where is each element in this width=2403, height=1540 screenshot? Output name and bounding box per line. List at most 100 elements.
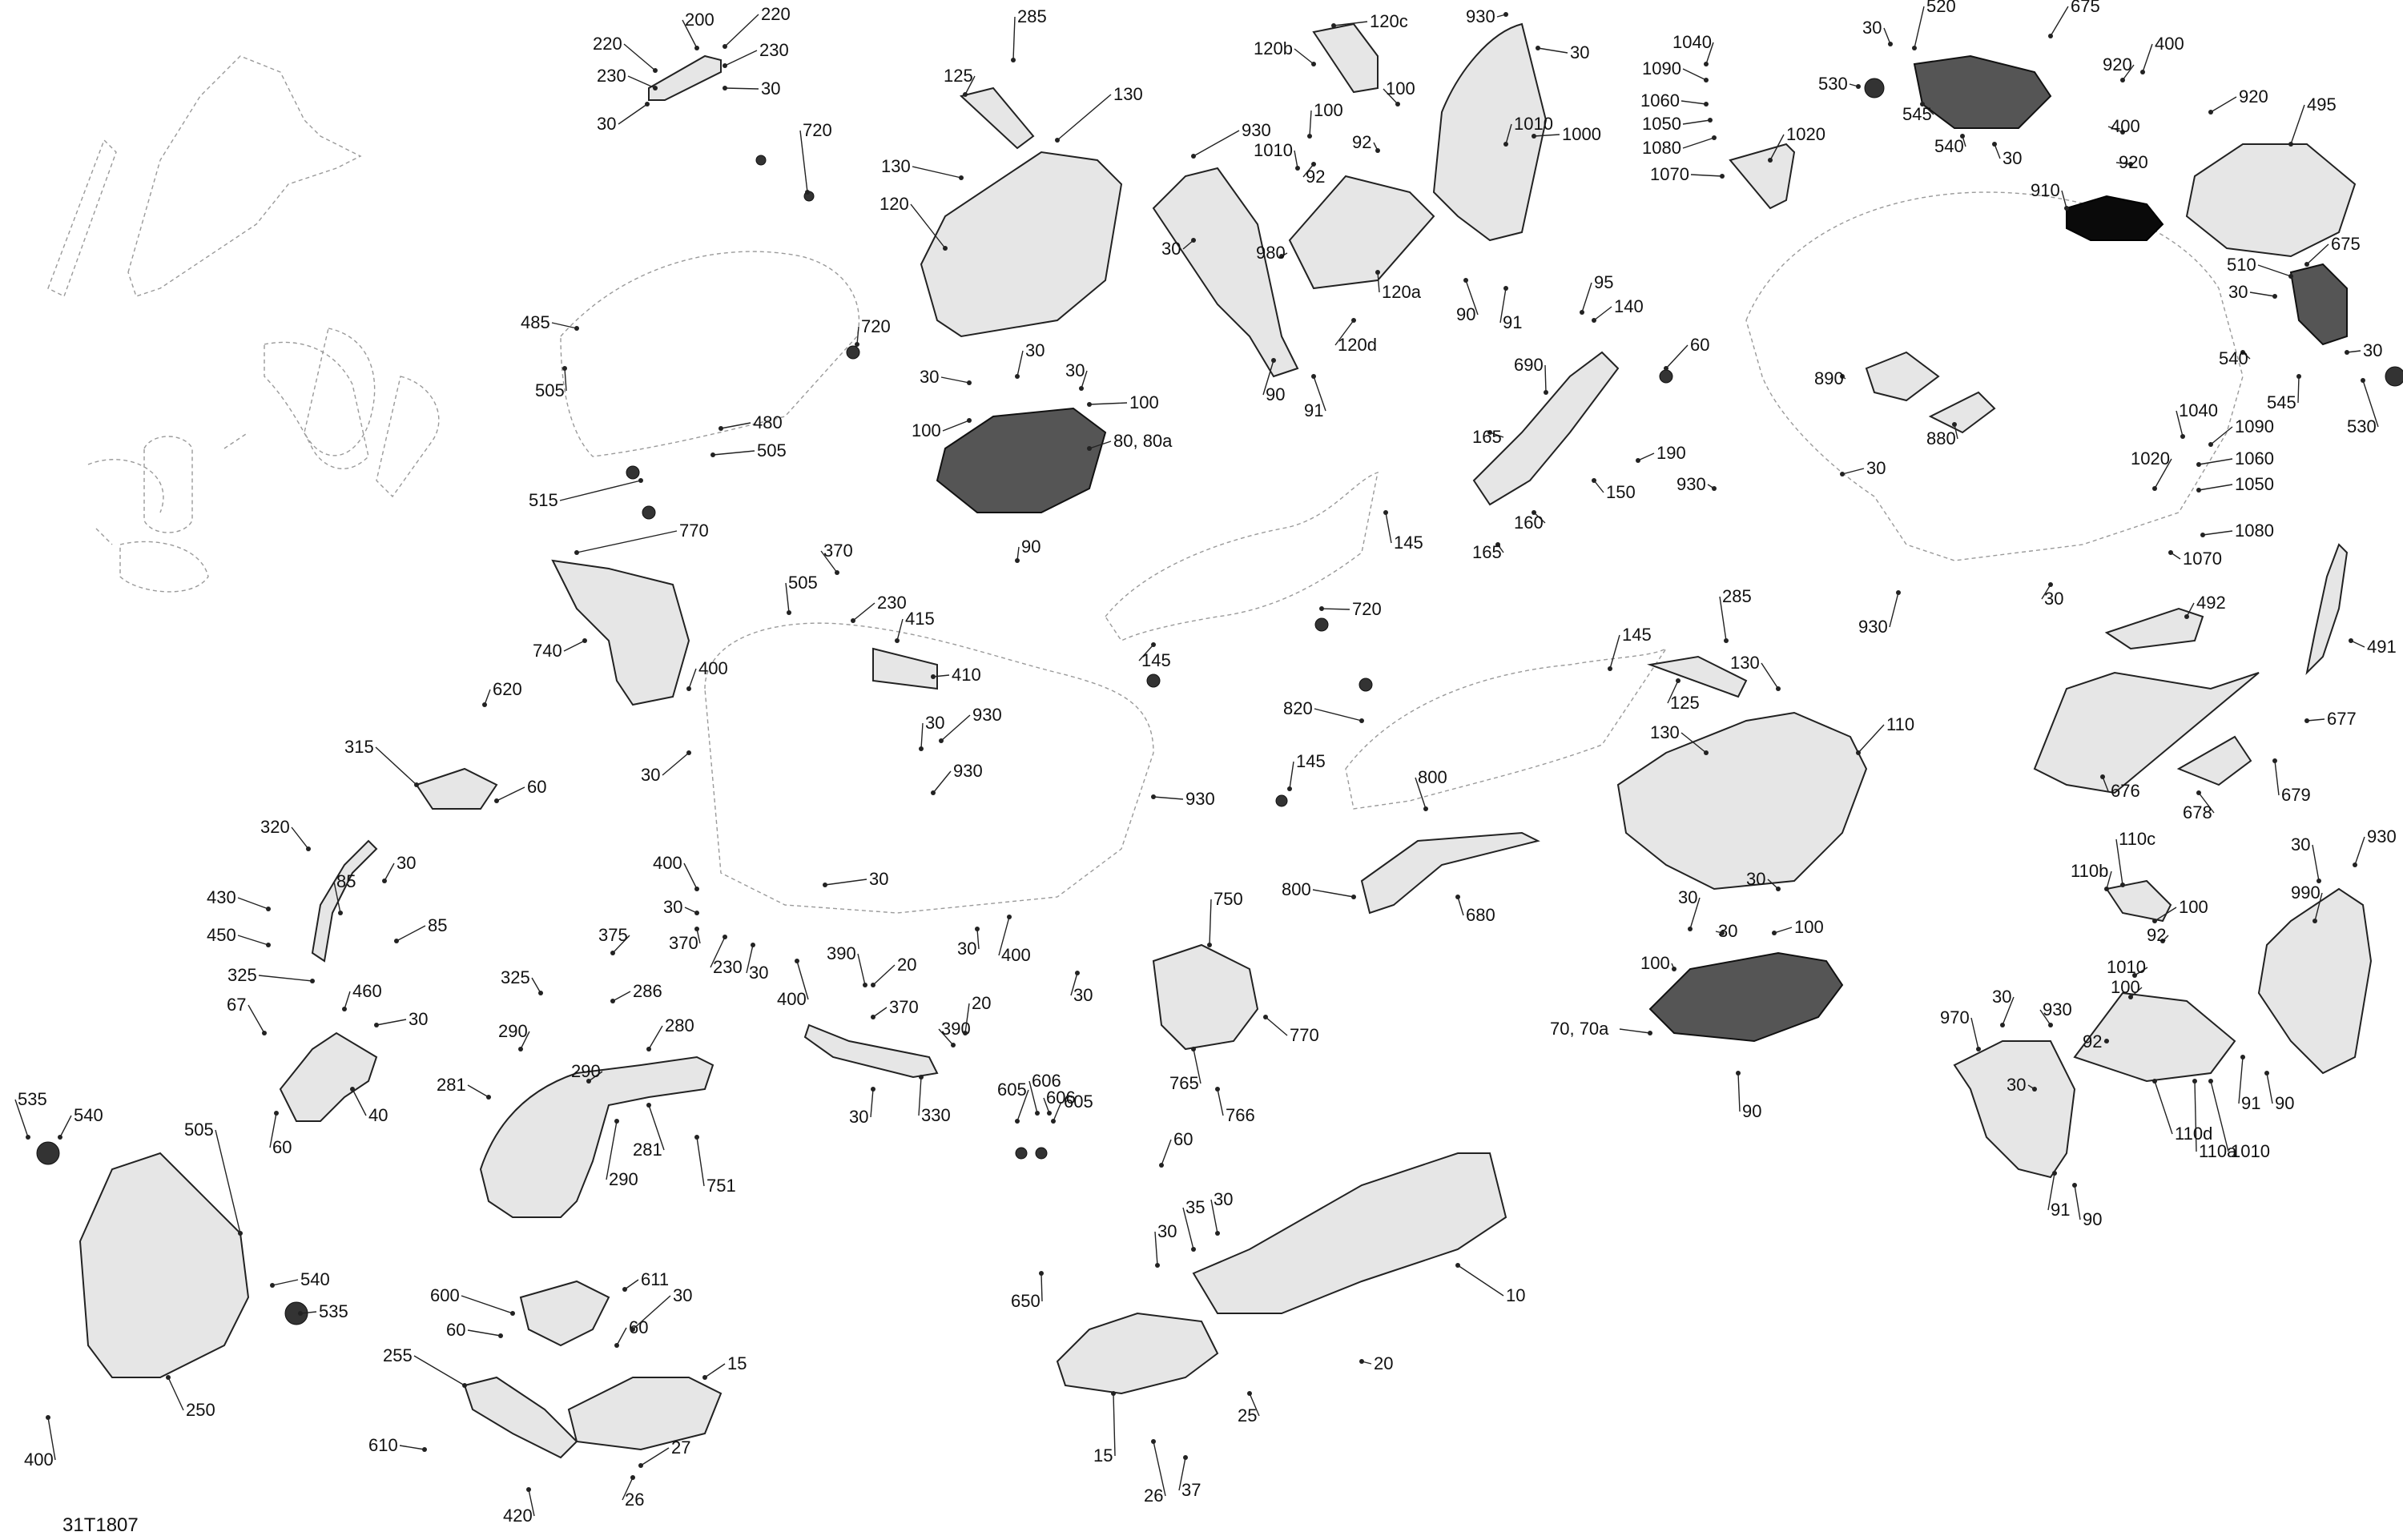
callout-230: 230 bbox=[851, 593, 907, 623]
callout-1090: 1090 bbox=[1642, 58, 1709, 82]
leader-endpoint bbox=[238, 1231, 243, 1236]
leader-line bbox=[396, 925, 426, 942]
leader-line bbox=[1682, 68, 1707, 81]
callout-label: 280 bbox=[665, 1015, 694, 1035]
leader-line bbox=[564, 368, 567, 392]
callout-505: 505 bbox=[785, 573, 818, 615]
callout-label: 675 bbox=[2331, 234, 2361, 254]
callout-110d: 110d bbox=[2152, 1079, 2212, 1144]
callout-510: 510 bbox=[2227, 255, 2293, 279]
leader-endpoint bbox=[574, 550, 579, 555]
callout-label: 1050 bbox=[2235, 474, 2274, 494]
leader-endpoint bbox=[1079, 386, 1084, 391]
leader-line bbox=[624, 1279, 639, 1290]
leader-line bbox=[1289, 761, 1294, 790]
part-40-bracket bbox=[279, 1031, 378, 1122]
callout-label: 91 bbox=[2241, 1093, 2260, 1113]
callout-label: 30 bbox=[396, 853, 416, 873]
callout-10: 10 bbox=[1455, 1263, 1525, 1305]
callout-label: 930 bbox=[1185, 789, 1215, 809]
callout-30: 30 bbox=[1992, 987, 2015, 1027]
ghost-front-fender bbox=[560, 251, 860, 457]
part-255-guard bbox=[463, 1376, 578, 1459]
callout-label: 281 bbox=[633, 1140, 662, 1160]
leader-endpoint bbox=[638, 478, 643, 483]
callout-label: 145 bbox=[1141, 650, 1171, 670]
leader-line bbox=[2257, 264, 2292, 277]
callout-label: 611 bbox=[641, 1269, 669, 1289]
leader-endpoint bbox=[1856, 84, 1861, 89]
leader-line bbox=[2194, 1080, 2197, 1152]
leader-line bbox=[376, 1019, 407, 1026]
callout-100: 100 bbox=[912, 418, 972, 440]
leader-line bbox=[696, 1136, 705, 1187]
leader-endpoint bbox=[939, 738, 944, 743]
leader-endpoint bbox=[943, 246, 948, 251]
callout-415: 415 bbox=[895, 609, 935, 643]
leader-endpoint bbox=[1015, 374, 1020, 379]
leader-line bbox=[2154, 907, 2177, 922]
leader-line bbox=[1249, 1393, 1260, 1417]
leader-line bbox=[938, 1028, 954, 1046]
callout-280: 280 bbox=[646, 1015, 694, 1051]
callout-1020: 1020 bbox=[1768, 124, 1825, 163]
callout-30: 30 bbox=[957, 927, 980, 959]
callout-label: 1010 bbox=[1514, 114, 1553, 134]
leader-line bbox=[940, 376, 970, 384]
leader-line bbox=[1209, 899, 1212, 946]
leader-endpoint bbox=[2200, 533, 2205, 537]
leader-endpoint bbox=[723, 63, 727, 68]
leader-endpoint bbox=[2361, 378, 2365, 383]
callout-30: 30 bbox=[823, 869, 888, 889]
callout-540: 540 bbox=[1934, 134, 1966, 156]
leader-endpoint bbox=[1608, 666, 1612, 671]
leader-endpoint bbox=[1351, 895, 1356, 899]
callout-545: 545 bbox=[2267, 374, 2301, 412]
leader-endpoint bbox=[1051, 1119, 1056, 1124]
callout-720: 720 bbox=[799, 120, 832, 195]
leader-endpoint bbox=[1768, 158, 1773, 163]
leader-endpoint bbox=[2128, 162, 2133, 167]
leader-line bbox=[920, 722, 924, 750]
callout-286: 286 bbox=[610, 981, 662, 1003]
leader-endpoint bbox=[1708, 118, 1713, 123]
callout-label: 85 bbox=[336, 871, 356, 891]
leader-line bbox=[1505, 123, 1512, 145]
callout-label: 980 bbox=[1256, 243, 1286, 263]
callout-label: 30 bbox=[597, 114, 616, 134]
callout-label: 30 bbox=[2363, 340, 2382, 360]
leader-line bbox=[1609, 634, 1620, 669]
leader-line bbox=[215, 1129, 241, 1234]
leader-endpoint bbox=[2196, 462, 2201, 467]
callout-label: 60 bbox=[446, 1320, 465, 1340]
leader-endpoint bbox=[1532, 510, 1536, 515]
callout-label: 120b bbox=[1254, 38, 1293, 58]
part-110a-footrest bbox=[2073, 991, 2236, 1083]
callout-label: 450 bbox=[207, 925, 236, 945]
callout-label: 30 bbox=[2291, 834, 2310, 854]
callout-1050: 1050 bbox=[2196, 474, 2274, 494]
leader-endpoint bbox=[2120, 883, 2125, 887]
callout-30: 30 bbox=[2007, 1075, 2037, 1095]
callout-label: 491 bbox=[2367, 637, 2397, 657]
callout-label: 20 bbox=[897, 955, 916, 975]
leader-line bbox=[1294, 150, 1298, 169]
callout-120: 120 bbox=[879, 194, 948, 251]
leader-endpoint bbox=[494, 798, 499, 803]
leader-line bbox=[2210, 426, 2233, 445]
leader-endpoint bbox=[1151, 794, 1156, 799]
leader-endpoint bbox=[298, 1311, 303, 1316]
callout-606: 606 bbox=[1028, 1071, 1061, 1116]
leader-endpoint bbox=[262, 1031, 267, 1035]
part-520-tail-light bbox=[1913, 54, 2052, 129]
leader-endpoint bbox=[1207, 943, 1212, 947]
callout-label: 1090 bbox=[1642, 58, 1681, 78]
leader-endpoint bbox=[1840, 374, 1845, 379]
leader-line bbox=[1334, 320, 1354, 346]
callout-120b: 120b bbox=[1254, 38, 1316, 66]
callout-505: 505 bbox=[710, 440, 787, 460]
leader-line bbox=[2350, 640, 2365, 648]
callout-160: 160 bbox=[1514, 510, 1546, 533]
leader-line bbox=[910, 203, 946, 249]
leader-line bbox=[688, 668, 697, 690]
